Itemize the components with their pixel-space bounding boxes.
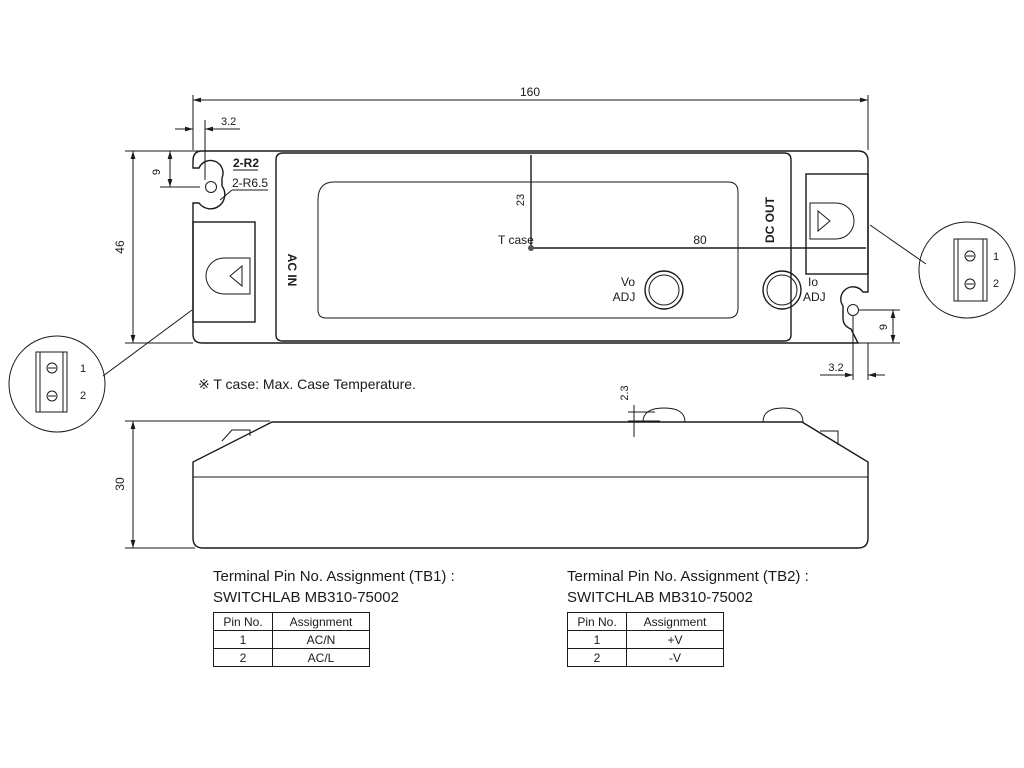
dim-hole-height: 9 (151, 169, 163, 175)
dim-length: 160 (520, 85, 540, 99)
table-row: 1 AC/N (213, 630, 370, 649)
ac-in-terminal-side (221, 429, 251, 442)
tb2-header-pin: Pin No. (567, 612, 627, 631)
tb2-model: SWITCHLAB MB310-75002 (567, 589, 753, 606)
tb2-terminal (953, 238, 988, 302)
ac-in-terminal-cap (205, 257, 251, 295)
tb1-row-1-assignment: AC/N (272, 630, 370, 649)
dim-hole-offset-right: 3.2 (828, 362, 843, 374)
tb1-detail: 1 2 (8, 309, 193, 433)
tb2-row-1-pin: 1 (567, 630, 627, 649)
io-adj-label: ADJ (803, 290, 826, 304)
io-adj-pot (762, 270, 802, 310)
tb2-pin-table: Pin No. Assignment 1 +V 2 -V (567, 612, 724, 667)
radius-large-label: 2-R6.5 (232, 176, 268, 190)
tb2-detail: 1 2 (869, 221, 1016, 319)
top-view: T case 23 80 Vo ADJ Io ADJ AC IN DC OUT … (192, 150, 869, 344)
case-outline (192, 150, 869, 344)
tb1-row-2-pin: 2 (213, 648, 273, 667)
tb1-header-pin: Pin No. (213, 612, 273, 631)
side-view (192, 407, 869, 549)
tb1-pin-table: Pin No. Assignment 1 AC/N 2 AC/L (213, 612, 370, 667)
tb2-caption: Terminal Pin No. Assignment (TB2) : SWIT… (567, 566, 809, 608)
vo-adj-label: ADJ (613, 290, 636, 304)
tb1-screw-1-icon (46, 362, 58, 374)
tb1-title: Terminal Pin No. Assignment (TB1) : (213, 568, 455, 585)
ac-in-terminal-block (192, 221, 256, 323)
tcase-note: ※ T case: Max. Case Temperature. (198, 376, 416, 392)
tb1-row-2-assignment: AC/L (272, 648, 370, 667)
tb2-title: Terminal Pin No. Assignment (TB2) : (567, 568, 809, 585)
dim-width: 46 (113, 240, 127, 254)
side-outline (192, 421, 869, 549)
table-header-row: Pin No. Assignment (213, 612, 370, 631)
vo-adj-pot (644, 270, 684, 310)
raised-plate (275, 152, 792, 342)
dim-hole-height-right: 9 (878, 324, 890, 330)
tb2-pin-1: 1 (993, 251, 999, 263)
table-row: 2 AC/L (213, 648, 370, 667)
tb2-row-2-assignment: -V (626, 648, 724, 667)
tb2-screw-1-icon (964, 250, 976, 262)
ac-in-arrow-icon (229, 264, 243, 288)
tb2-row-2-pin: 2 (567, 648, 627, 667)
table-header-row: Pin No. Assignment (567, 612, 724, 631)
io-adj-pot-side (762, 407, 804, 423)
dc-out-label: DC OUT (763, 196, 777, 243)
mount-hole-left (205, 181, 217, 193)
tb1-pin-2: 2 (80, 390, 86, 402)
dim-pot-height: 2.3 (619, 385, 631, 400)
io-label: Io (808, 275, 818, 289)
dc-out-terminal-cap (809, 202, 855, 240)
tb1-screw-2-icon (46, 390, 58, 402)
tb2-row-1-assignment: +V (626, 630, 724, 649)
tb1-terminal (35, 351, 68, 413)
vo-adj-pot-side (642, 407, 686, 423)
tcase-point (528, 245, 534, 251)
dim-hole-offset: 3.2 (221, 116, 236, 128)
table-row: 2 -V (567, 648, 724, 667)
tb2-pin-2: 2 (993, 278, 999, 290)
label-area (317, 181, 739, 319)
tb1-header-assignment: Assignment (272, 612, 370, 631)
dimension-lines: 160 3.2 9 46 9 3.2 2.3 (113, 85, 900, 549)
radius-small-label: 2-R2 (233, 156, 259, 170)
dim-height: 30 (113, 477, 127, 491)
tb1-row-1-pin: 1 (213, 630, 273, 649)
tb1-caption: Terminal Pin No. Assignment (TB1) : SWIT… (213, 566, 455, 608)
vo-label: Vo (621, 275, 635, 289)
dc-out-terminal-side (820, 430, 839, 445)
table-row: 1 +V (567, 630, 724, 649)
tb1-pin-1: 1 (80, 363, 86, 375)
tb2-header-assignment: Assignment (626, 612, 724, 631)
dim-tcase-y: 23 (515, 194, 527, 206)
dim-tcase-x: 80 (693, 233, 707, 247)
mount-hole-right (847, 304, 859, 316)
tb2-screw-2-icon (964, 278, 976, 290)
ac-in-label: AC IN (285, 254, 299, 287)
dc-out-terminal-block (805, 173, 869, 275)
tcase-label: T case (498, 233, 534, 247)
dc-out-arrow-icon (817, 209, 831, 233)
tb1-model: SWITCHLAB MB310-75002 (213, 589, 399, 606)
